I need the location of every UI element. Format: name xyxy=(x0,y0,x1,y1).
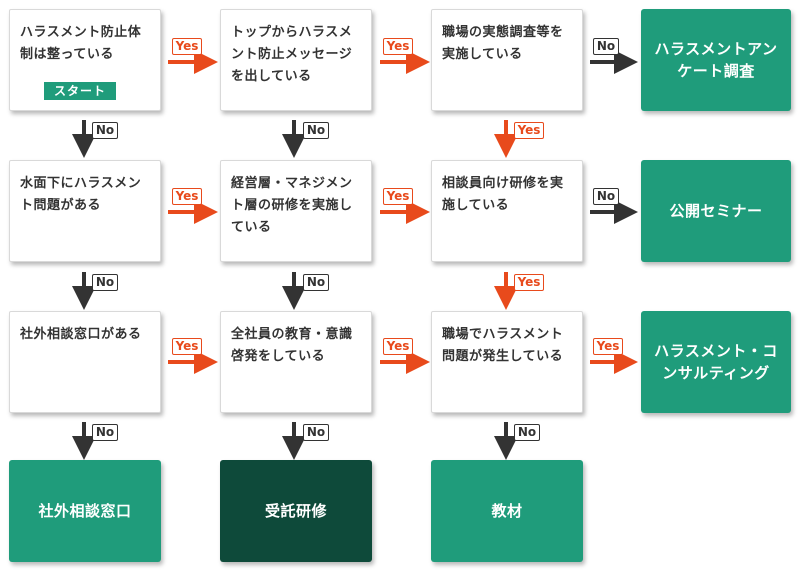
question-text: 経営層・マネジメン ト層の研修を実施し ている xyxy=(231,176,353,235)
no-label: No xyxy=(303,424,329,441)
no-label: No xyxy=(593,188,619,205)
yes-label: Yes xyxy=(383,38,413,55)
question-box-2: トップからハラスメ ント防止メッセージ を出している xyxy=(220,9,372,111)
yes-label: Yes xyxy=(383,188,413,205)
no-label: No xyxy=(92,424,118,441)
no-label: No xyxy=(92,274,118,291)
question-box-8: 全社員の教育・意識 啓発をしている xyxy=(220,311,372,413)
yes-label: Yes xyxy=(514,274,544,291)
question-text: 職場の実態調査等を 実施している xyxy=(442,25,564,62)
result-harassment-consulting[interactable]: ハラスメント・コ ンサルティング xyxy=(641,311,791,413)
result-harassment-survey[interactable]: ハラスメントアン ケート調査 xyxy=(641,9,791,111)
result-teaching-materials[interactable]: 教材 xyxy=(431,460,583,562)
yes-label: Yes xyxy=(514,122,544,139)
result-external-consultation[interactable]: 社外相談窓口 xyxy=(9,460,161,562)
no-label: No xyxy=(303,122,329,139)
result-public-seminar[interactable]: 公開セミナー xyxy=(641,160,791,262)
no-label: No xyxy=(514,424,540,441)
yes-label: Yes xyxy=(593,338,623,355)
question-box-3: 職場の実態調査等を 実施している xyxy=(431,9,583,111)
start-badge: スタート xyxy=(44,82,116,100)
question-box-6: 相談員向け研修を実 施している xyxy=(431,160,583,262)
question-box-9: 職場でハラスメント 問題が発生している xyxy=(431,311,583,413)
question-text: トップからハラスメ ント防止メッセージ を出している xyxy=(231,25,353,84)
question-box-5: 経営層・マネジメン ト層の研修を実施し ている xyxy=(220,160,372,262)
no-label: No xyxy=(593,38,619,55)
question-text: 水面下にハラスメン ト問題がある xyxy=(20,176,142,213)
yes-label: Yes xyxy=(383,338,413,355)
question-text: ハラスメント防止体 制は整っている xyxy=(20,25,142,62)
yes-label: Yes xyxy=(172,188,202,205)
yes-label: Yes xyxy=(172,338,202,355)
question-box-7: 社外相談窓口がある xyxy=(9,311,161,413)
question-box-4: 水面下にハラスメン ト問題がある xyxy=(9,160,161,262)
yes-label: Yes xyxy=(172,38,202,55)
question-text: 全社員の教育・意識 啓発をしている xyxy=(231,327,353,364)
question-box-1: ハラスメント防止体 制は整っている スタート xyxy=(9,9,161,111)
no-label: No xyxy=(92,122,118,139)
question-text: 職場でハラスメント 問題が発生している xyxy=(442,327,564,364)
result-contract-training[interactable]: 受託研修 xyxy=(220,460,372,562)
no-label: No xyxy=(303,274,329,291)
question-text: 相談員向け研修を実 施している xyxy=(442,176,564,213)
question-text: 社外相談窓口がある xyxy=(20,327,142,342)
